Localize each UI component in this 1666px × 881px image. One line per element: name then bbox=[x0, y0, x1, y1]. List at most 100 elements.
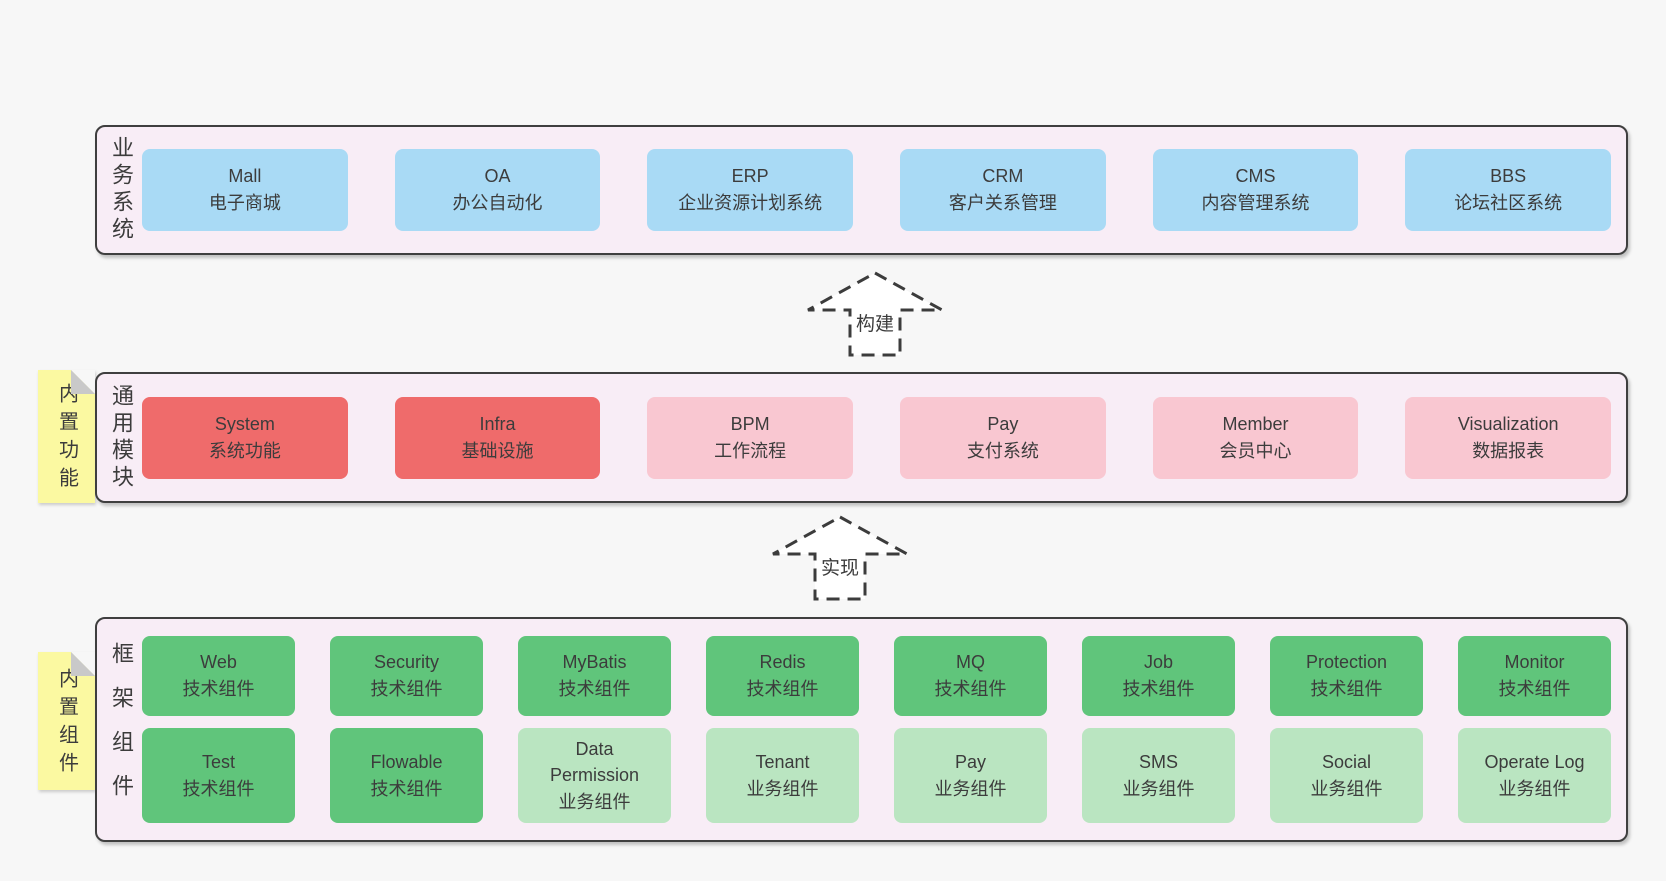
box-infra: Infra 基础设施 bbox=[394, 396, 601, 479]
box-name: BPM bbox=[730, 413, 770, 434]
box-desc: 技术组件 bbox=[370, 778, 443, 799]
box-pay: Pay 支付系统 bbox=[900, 396, 1106, 479]
box-name: System bbox=[214, 413, 275, 434]
box-desc: 技术组件 bbox=[182, 778, 255, 799]
box-mall: Mall 电子商城 bbox=[142, 149, 348, 231]
box-system: System 系统功能 bbox=[142, 396, 348, 479]
box-name: Social bbox=[1321, 752, 1372, 773]
box-web: Web 技术组件 bbox=[142, 636, 295, 716]
box-protection: Protection 技术组件 bbox=[1270, 636, 1423, 716]
box-visualization: Visualization 数据报表 bbox=[1405, 396, 1612, 479]
box-name: MQ bbox=[956, 652, 985, 672]
layer-panel-common-modules: 通用模块 System 系统功能 Infra 基础设施 BPM 工作流程 Pay 支付系统 Mem… bbox=[95, 372, 1628, 503]
layer-panel-framework-components: 框架组件 Web 技术组件 Security 技术组件 MyBatis 技术组件 Redis 技… bbox=[95, 617, 1628, 842]
box-desc: 技术组件 bbox=[934, 679, 1007, 699]
box-name: Redis bbox=[759, 652, 806, 672]
box-desc: 基础设施 bbox=[461, 440, 534, 461]
box-name: Infra bbox=[479, 413, 516, 434]
box-cms: CMS 内容管理系统 bbox=[1152, 149, 1359, 231]
box-security: Security 技术组件 bbox=[330, 636, 483, 716]
box-name: Mall bbox=[228, 166, 262, 186]
box-name: Tenant bbox=[755, 752, 810, 773]
box-job: Job 技术组件 bbox=[1082, 636, 1235, 716]
box-monitor: Monitor 技术组件 bbox=[1458, 636, 1611, 716]
box-name: Protection bbox=[1305, 652, 1388, 672]
box-name: Test bbox=[201, 752, 235, 773]
box-name: MyBatis bbox=[562, 652, 627, 672]
box-name: CMS bbox=[1235, 166, 1276, 186]
box-desc: 系统功能 bbox=[208, 440, 281, 461]
box-desc: 工作流程 bbox=[714, 440, 787, 461]
box-name: BBS bbox=[1490, 166, 1527, 186]
box-desc: 业务组件 bbox=[558, 791, 631, 812]
box-name: Web bbox=[200, 652, 237, 672]
box-name: CRM bbox=[982, 166, 1024, 186]
box-redis: Redis 技术组件 bbox=[706, 636, 859, 716]
box-desc: 技术组件 bbox=[370, 679, 443, 699]
box-name: Pay bbox=[987, 413, 1019, 434]
box-desc: 数据报表 bbox=[1472, 440, 1545, 461]
box-desc: 客户关系管理 bbox=[948, 193, 1057, 213]
box-desc: 支付系统 bbox=[966, 440, 1039, 461]
box-name: ERP bbox=[731, 166, 769, 186]
box-bpm: BPM 工作流程 bbox=[647, 396, 854, 479]
box-mq: MQ 技术组件 bbox=[894, 636, 1047, 716]
component-row: System 系统功能 Infra 基础设施 BPM 工作流程 Pay 支付系统 Member 会… bbox=[142, 396, 1612, 479]
box-name: SMS bbox=[1138, 752, 1178, 773]
box-sms: SMS 业务组件 bbox=[1082, 728, 1235, 823]
box-desc: 业务组件 bbox=[934, 778, 1007, 799]
box-tenant: Tenant 业务组件 bbox=[706, 728, 859, 823]
layer-label-framework-components: 框架组件 bbox=[109, 641, 134, 818]
box-desc: 技术组件 bbox=[1498, 679, 1571, 699]
sticky-note-label: 内置功能 bbox=[55, 383, 78, 496]
box-desc: 业务组件 bbox=[746, 778, 819, 799]
layer-label-common-modules: 通用模块 bbox=[109, 383, 134, 492]
arrow-build: 构建 bbox=[805, 270, 945, 358]
arrow-build-label: 构建 bbox=[852, 314, 898, 337]
arrow-implement-label: 实现 bbox=[817, 558, 863, 581]
box-desc: 技术组件 bbox=[558, 679, 631, 699]
box-desc: 业务组件 bbox=[1498, 778, 1571, 799]
box-desc: 论坛社区系统 bbox=[1454, 193, 1563, 213]
box-desc: 企业资源计划系统 bbox=[678, 193, 823, 213]
sticky-note-common-modules: 内置功能 bbox=[38, 370, 95, 503]
box-desc: 电子商城 bbox=[208, 193, 281, 213]
box-desc: 技术组件 bbox=[1310, 679, 1383, 699]
box-test: Test 技术组件 bbox=[142, 728, 295, 823]
sticky-note-framework-components: 内置组件 bbox=[38, 652, 95, 790]
box-name: Security bbox=[373, 652, 440, 672]
box-flowable: Flowable 技术组件 bbox=[330, 728, 483, 823]
box-name: Member bbox=[1222, 413, 1289, 434]
box-mybatis: MyBatis 技术组件 bbox=[518, 636, 671, 716]
box-desc: 内容管理系统 bbox=[1201, 193, 1310, 213]
layer-label-business-systems: 业务系统 bbox=[109, 136, 134, 244]
arrow-implement: 实现 bbox=[770, 514, 910, 602]
box-pay: Pay 业务组件 bbox=[894, 728, 1047, 823]
box-desc: 技术组件 bbox=[746, 679, 819, 699]
box-name: Flowable bbox=[370, 752, 443, 773]
box-bbs: BBS 论坛社区系统 bbox=[1405, 149, 1612, 231]
box-name: Monitor bbox=[1504, 652, 1565, 672]
box-erp: ERP 企业资源计划系统 bbox=[647, 149, 854, 231]
box-name: Visualization bbox=[1457, 413, 1559, 434]
box-desc: 技术组件 bbox=[182, 679, 255, 699]
layer-content: System 系统功能 Infra 基础设施 BPM 工作流程 Pay 支付系统 Member 会… bbox=[142, 374, 1612, 501]
box-crm: CRM 客户关系管理 bbox=[900, 149, 1106, 231]
box-desc: 技术组件 bbox=[1122, 679, 1195, 699]
box-name: Job bbox=[1143, 652, 1174, 672]
box-desc: 办公自动化 bbox=[452, 193, 543, 213]
box-member: Member 会员中心 bbox=[1152, 396, 1359, 479]
box-name: Pay bbox=[954, 752, 987, 773]
box-desc: 会员中心 bbox=[1219, 440, 1292, 461]
box-desc: 业务组件 bbox=[1122, 778, 1195, 799]
